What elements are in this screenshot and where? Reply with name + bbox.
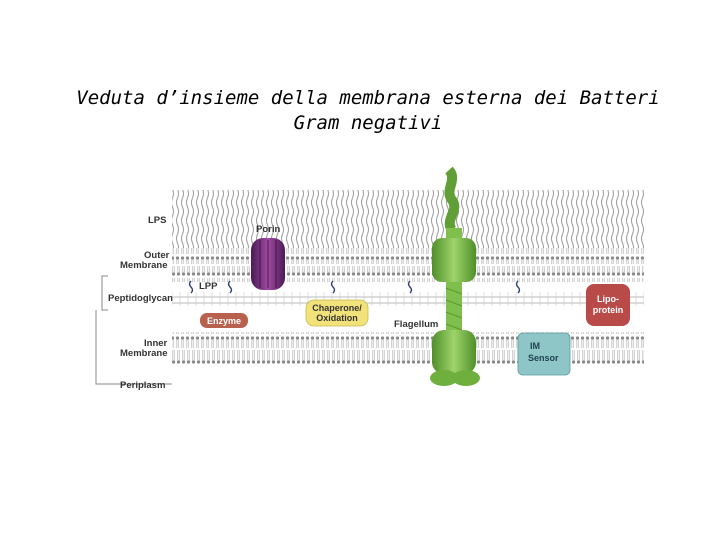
title-line-2: Gram negativi	[293, 112, 443, 134]
im-sensor-label-1: IM	[530, 341, 540, 351]
inner-membrane-layer	[172, 332, 644, 366]
chaperone-label-1: Chaperone/	[312, 303, 362, 313]
flagellum-structure	[430, 166, 480, 386]
enzyme-label: Enzyme	[207, 316, 241, 326]
lipoprotein-protein: Lipo- protein	[586, 284, 630, 326]
lipoprotein-label-2: protein	[593, 305, 624, 315]
im-sensor-protein: IM Sensor	[517, 332, 571, 376]
peptidoglycan-layer	[172, 292, 644, 306]
peptidoglycan-label: Peptidoglycan	[108, 293, 173, 304]
outer-membrane-label-1: Outer	[144, 250, 170, 261]
title-line-1: Veduta d’insieme della membrana esterna …	[76, 87, 660, 109]
inner-membrane-label-2: Membrane	[120, 348, 168, 359]
inner-membrane-label-1: Inner	[144, 338, 168, 349]
lps-label: LPS	[148, 215, 166, 226]
lps-layer	[172, 190, 644, 248]
im-sensor-label-2: Sensor	[528, 353, 559, 363]
porin-label: Porin	[256, 224, 280, 235]
label-bracket-lines	[95, 275, 172, 385]
chaperone-label-2: Oxidation	[316, 313, 358, 323]
slide-title: Veduta d’insieme della membrana esterna …	[0, 86, 720, 136]
flagellum-label: Flagellum	[394, 319, 438, 330]
lpp-label: LPP	[199, 281, 218, 292]
lipoprotein-label-1: Lipo-	[597, 294, 619, 304]
outer-membrane-label-2: Membrane	[120, 260, 168, 271]
enzyme-protein: Enzyme	[200, 313, 248, 328]
chaperone-protein: Chaperone/ Oxidation	[305, 299, 369, 327]
outer-membrane-layer	[172, 248, 644, 282]
porin-protein	[251, 238, 285, 290]
lpp-anchors	[188, 280, 521, 294]
periplasm-label: Periplasm	[120, 380, 165, 391]
